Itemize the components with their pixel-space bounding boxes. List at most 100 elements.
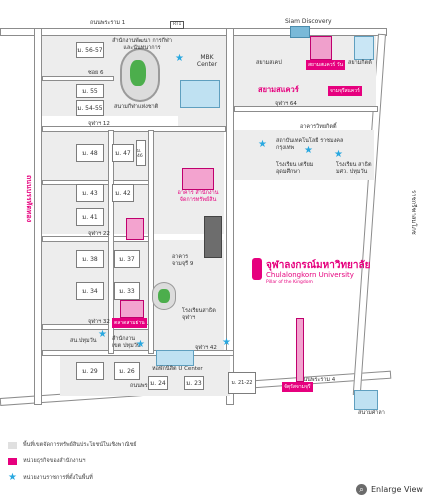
block-m42: ม. 42	[112, 184, 134, 202]
block-m56: ม. 56-57	[76, 42, 104, 58]
block-m47: ม. 47	[112, 144, 134, 162]
road-rama1	[0, 28, 387, 36]
road-banthat	[34, 28, 42, 405]
block-m34: ม. 34	[76, 282, 104, 300]
district-chula-right	[234, 130, 374, 180]
label-soi32: จุฬาฯ 32	[88, 319, 110, 325]
jamjuri-tower	[296, 318, 304, 382]
label-sipr: สถาบันเทคโนโลยี ราชมงคลกรุงเทพ	[276, 138, 344, 151]
star-icon-stadium: ★	[175, 53, 184, 64]
label-school-triam: โรงเรียน เตรียมอุดมศึกษา	[276, 162, 314, 175]
block-m46: ม. 46	[136, 140, 146, 166]
block-m33: ม. 33	[114, 282, 140, 300]
tower-building	[204, 216, 222, 258]
label-soi42: จุฬาฯ 42	[195, 345, 217, 351]
block-m55: ม. 55	[76, 84, 104, 98]
road-phayathai	[226, 28, 234, 405]
legend-pink: หน่วยธุรกิจของสำนักงานฯ	[8, 457, 85, 465]
label-soi6: ซอย 6	[88, 70, 104, 76]
block-m37: ม. 37	[114, 250, 140, 268]
label-stadium: สนามกีฬาแห่งชาติ	[114, 104, 159, 110]
label-rajdamri: ราชกรีฑาสมโภช	[410, 190, 417, 235]
label-rama4: ถนนพระราม 4	[130, 383, 165, 389]
label-soi22: จุฬาฯ 22	[88, 231, 110, 237]
legend-pink-swatch	[8, 457, 17, 465]
chula-sport-field	[152, 282, 176, 310]
label-soi12: จุฬาฯ 12	[88, 121, 110, 127]
star-icon-police: ★	[98, 329, 107, 340]
label-chamchuri-square-tag: จามจุรีสแควร์	[328, 86, 362, 96]
label-jamjuri: จัตุรัสจามจุรี	[282, 382, 313, 392]
label-rama1-badge: RT1	[170, 21, 185, 29]
block-m43: ม. 43	[76, 184, 104, 202]
road-inner-v2	[148, 130, 154, 354]
label-rajamangala: อาคารวิทยกิตติ์	[300, 124, 337, 130]
label-chula-thai: จุฬาลงกรณ์มหาวิทยาลัย	[266, 260, 371, 271]
legend: พื้นที่เขตจัดการทรัพย์สินประโยชน์ในเชิงพ…	[0, 440, 440, 498]
sanam-building	[354, 390, 378, 410]
label-rama1: ถนนพระราม 1	[90, 20, 126, 26]
label-market-samyan: ตลาดสามย่าน	[112, 318, 147, 328]
block-m24: ม. 24	[148, 376, 168, 390]
block-m29: ม. 29	[76, 362, 104, 380]
label-sanam-tao: สนามศาลา	[358, 410, 385, 416]
label-u-center: หอพักนิสิต U Center	[152, 366, 203, 372]
label-siam-square: สยามสแควร์	[258, 85, 299, 94]
u-center-building	[156, 350, 194, 366]
block-m41: ม. 41	[76, 208, 104, 226]
star-icon-sipr: ★	[258, 139, 267, 150]
stadium-illustration	[120, 48, 160, 102]
star-icon-satit: ★	[334, 149, 343, 160]
legend-star-text: หน่วยงานราชการที่ตั้งในพื้นที่	[23, 474, 93, 481]
siamkit-building	[354, 36, 374, 60]
road-soi64	[234, 106, 378, 112]
label-national-office: สำนักงานพัฒนา การกีฬาและนันทนาการ	[112, 38, 172, 51]
legend-gray-swatch	[8, 441, 17, 449]
label-chamchuri9: อาคาร จามจุรี 9	[172, 254, 194, 267]
pink-block-soi22	[126, 218, 144, 240]
label-center-pt: อาคาร สำนักงาน จัดการทรัพย์สิน	[177, 190, 219, 203]
label-siam-scape: สยามสเคป	[256, 60, 282, 66]
asset-office-building	[182, 168, 214, 190]
block-m54: ม. 54-55	[76, 100, 104, 116]
road-soi6	[42, 76, 114, 81]
legend-gray: พื้นที่เขตจัดการทรัพย์สินประโยชน์ในเชิงพ…	[8, 441, 137, 449]
label-soi64: จุฬาฯ 64	[275, 101, 297, 107]
chula-emblem-icon	[252, 258, 262, 280]
label-chula-en: Chulalongkorn University	[266, 271, 354, 279]
label-chula-tag: Pillar of the Kingdom	[266, 280, 313, 285]
label-rama4-right: ถนนพระราม 4	[300, 377, 336, 383]
star-icon-office: ★	[136, 339, 145, 350]
road-soi12	[42, 126, 226, 132]
block-m23: ม. 23	[184, 376, 204, 390]
legend-star: ★ หน่วยงานราชการที่ตั้งในพื้นที่	[8, 472, 93, 483]
label-office-samyan: สำนักงานเขต ปทุมวัน	[112, 336, 141, 349]
magnifier-icon: ⌕	[356, 484, 367, 495]
campus-map: ถนนพระราม 1 RT1 Siam Discovery ซอย 6 จุฬ…	[0, 18, 417, 416]
legend-gray-text: พื้นที่เขตจัดการทรัพย์สินประโยชน์ในเชิงพ…	[23, 442, 137, 448]
block-m38: ม. 38	[76, 250, 104, 268]
siam-square-one-building	[310, 36, 332, 60]
road-soi42	[42, 350, 234, 356]
label-siam-square-one: สยามสแควร์ วัน	[306, 60, 346, 70]
label-school-satit-chula: โรงเรียนสาธิต จุฬาฯ	[182, 308, 216, 321]
star-icon-u-center: ★	[222, 337, 231, 348]
block-m48: ม. 48	[76, 144, 104, 162]
label-mbk: MBK Center	[196, 54, 218, 68]
enlarge-view-label: Enlarge View	[371, 485, 423, 494]
label-siam-discovery: Siam Discovery	[285, 18, 332, 25]
siam-discovery-building	[290, 26, 310, 38]
label-police: สน.ปทุมวัน	[70, 338, 97, 344]
label-school-satit: โรงเรียน สาธิต มศว. ปทุมวัน	[336, 162, 372, 175]
legend-pink-text: หน่วยธุรกิจของสำนักงานฯ	[23, 458, 86, 464]
block-m26: ม. 26	[114, 362, 140, 380]
enlarge-view-button[interactable]: ⌕ Enlarge View	[356, 484, 423, 495]
star-icon-triam: ★	[304, 145, 313, 156]
star-icon: ★	[8, 472, 17, 483]
label-banthat: ถนนบรรทัดทอง	[25, 175, 33, 223]
block-m2122: ม. 21-22	[228, 372, 256, 394]
market-building	[120, 300, 144, 318]
label-siamkit: สยามกิตต์	[348, 60, 372, 66]
road-inner-v1	[108, 130, 114, 354]
mbk-building	[180, 80, 220, 108]
